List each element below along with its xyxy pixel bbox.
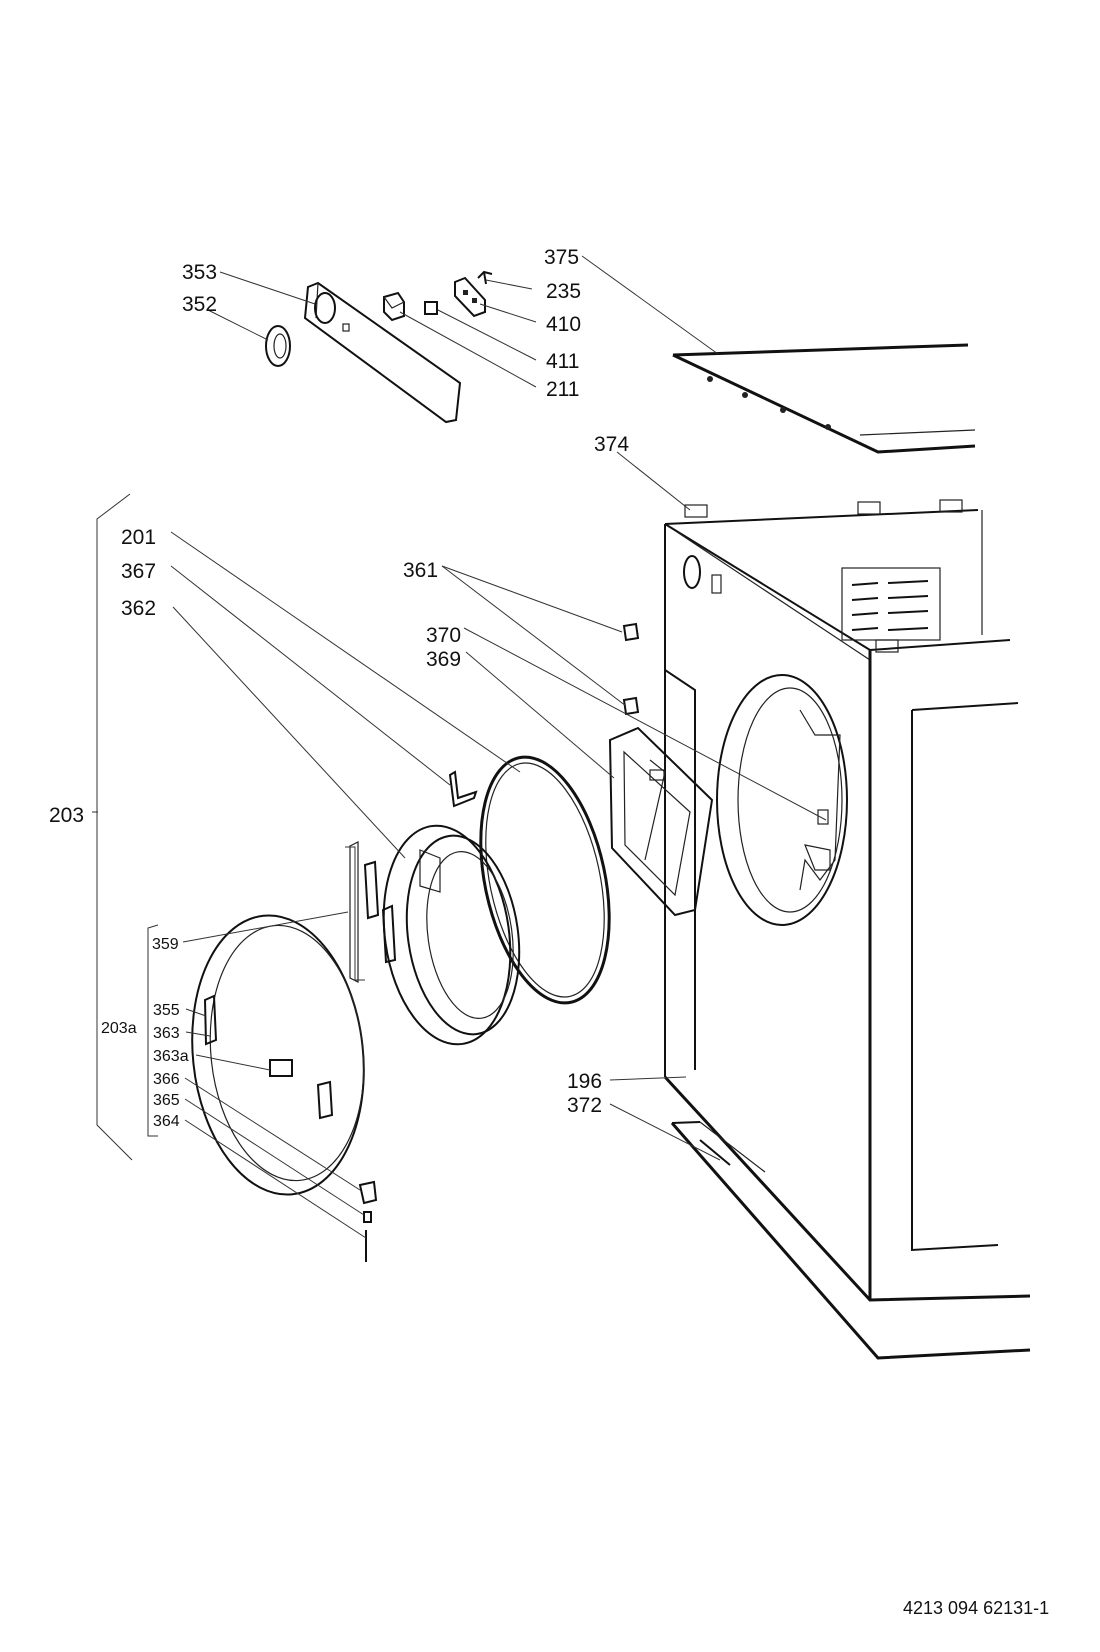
inner-door-ring (349, 824, 521, 1046)
clip-parts (622, 622, 640, 716)
label-211: 211 (546, 378, 579, 401)
label-201: 201 (121, 526, 156, 549)
label-203: 203 (49, 804, 84, 827)
door-seal (479, 755, 611, 1005)
label-370: 370 (426, 624, 461, 647)
top-cover-panel (672, 343, 976, 454)
part-labels: 375 353 235 352 410 411 211 374 201 367 … (49, 246, 629, 1130)
label-366: 366 (153, 1071, 180, 1088)
label-410: 410 (546, 313, 581, 336)
control-panel-strip (303, 281, 462, 424)
leader-lines (170, 255, 827, 1239)
door-frame (191, 914, 378, 1262)
base-plate (670, 1121, 1031, 1360)
lint-filter (608, 726, 714, 917)
drawing-reference-number: 4213 094 62131-1 (903, 1598, 1049, 1618)
label-359: 359 (152, 936, 179, 953)
label-364: 364 (153, 1113, 180, 1130)
label-235: 235 (546, 280, 581, 303)
label-203a: 203a (101, 1020, 137, 1037)
program-knob (265, 325, 291, 367)
label-374: 374 (594, 433, 629, 456)
label-352: 352 (182, 293, 217, 316)
label-372: 372 (567, 1094, 602, 1117)
label-367: 367 (121, 560, 156, 583)
label-361: 361 (403, 559, 438, 582)
label-355: 355 (153, 1002, 180, 1019)
group-brackets (92, 493, 365, 1161)
label-363: 363 (153, 1025, 180, 1042)
label-369: 369 (426, 648, 461, 671)
label-196: 196 (567, 1070, 602, 1093)
cabinet-body (663, 499, 1031, 1302)
label-362: 362 (121, 597, 156, 620)
label-365: 365 (153, 1092, 180, 1109)
label-411: 411 (546, 350, 579, 373)
label-353: 353 (182, 261, 217, 284)
label-363a: 363a (153, 1048, 189, 1065)
label-375: 375 (544, 246, 579, 269)
switch-parts (383, 270, 493, 322)
hinge-bracket (448, 770, 478, 808)
